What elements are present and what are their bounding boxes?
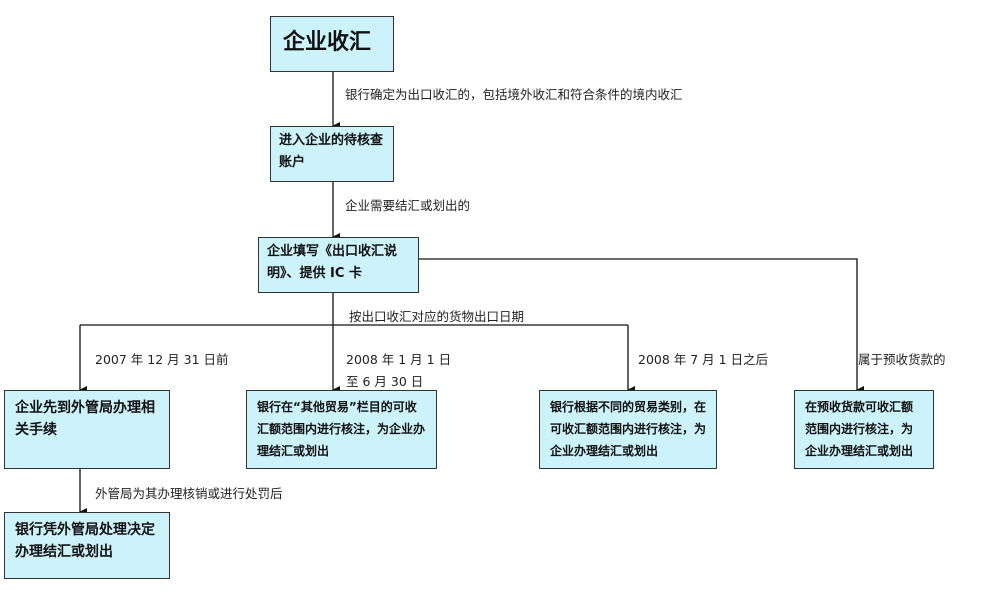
edge-label-after-jul-2008: 2008 年 7 月 1 日之后 <box>638 352 769 367</box>
node-bank-decision: 银行凭外管局处理决定办理结汇或划出 <box>4 512 170 579</box>
node-h1-2008: 银行在“其他贸易”栏目的可收汇额范围内进行核注，为企业办理结汇或划出 <box>246 390 437 469</box>
node-before-2008: 企业先到外管局办理相关手续 <box>4 390 170 469</box>
node-start: 企业收汇 <box>270 16 394 72</box>
edge-label-prepayment: 属于预收货款的 <box>858 352 946 367</box>
edge-label-safe-processing: 外管局为其办理核销或进行处罚后 <box>95 486 283 501</box>
edge-label-before-2008: 2007 年 12 月 31 日前 <box>95 352 229 367</box>
arrow-prepayment <box>419 258 864 394</box>
node-after-jul-2008: 银行根据不同的贸易类别，在可收汇额范围内进行核注，为企业办理结汇或划出 <box>539 390 717 469</box>
edge-label-h1-2008-line2: 至 6 月 30 日 <box>346 374 424 389</box>
edge-label-branch-by-date: 按出口收汇对应的货物出口日期 <box>349 309 525 324</box>
node-prepayment: 在预收货款可收汇额范围内进行核注，为企业办理结汇或划出 <box>794 390 934 469</box>
node-pending-account: 进入企业的待核查账户 <box>270 126 394 182</box>
edge-label-h1-2008-line1: 2008 年 1 月 1 日 <box>346 352 452 367</box>
edge-label-start-to-pending: 银行确定为出口收汇的，包括境外收汇和符合条件的境内收汇 <box>345 87 683 102</box>
node-fill-form: 企业填写《出口收汇说明》、提供 IC 卡 <box>258 237 419 293</box>
edge-label-pending-to-form: 企业需要结汇或划出的 <box>345 198 471 213</box>
